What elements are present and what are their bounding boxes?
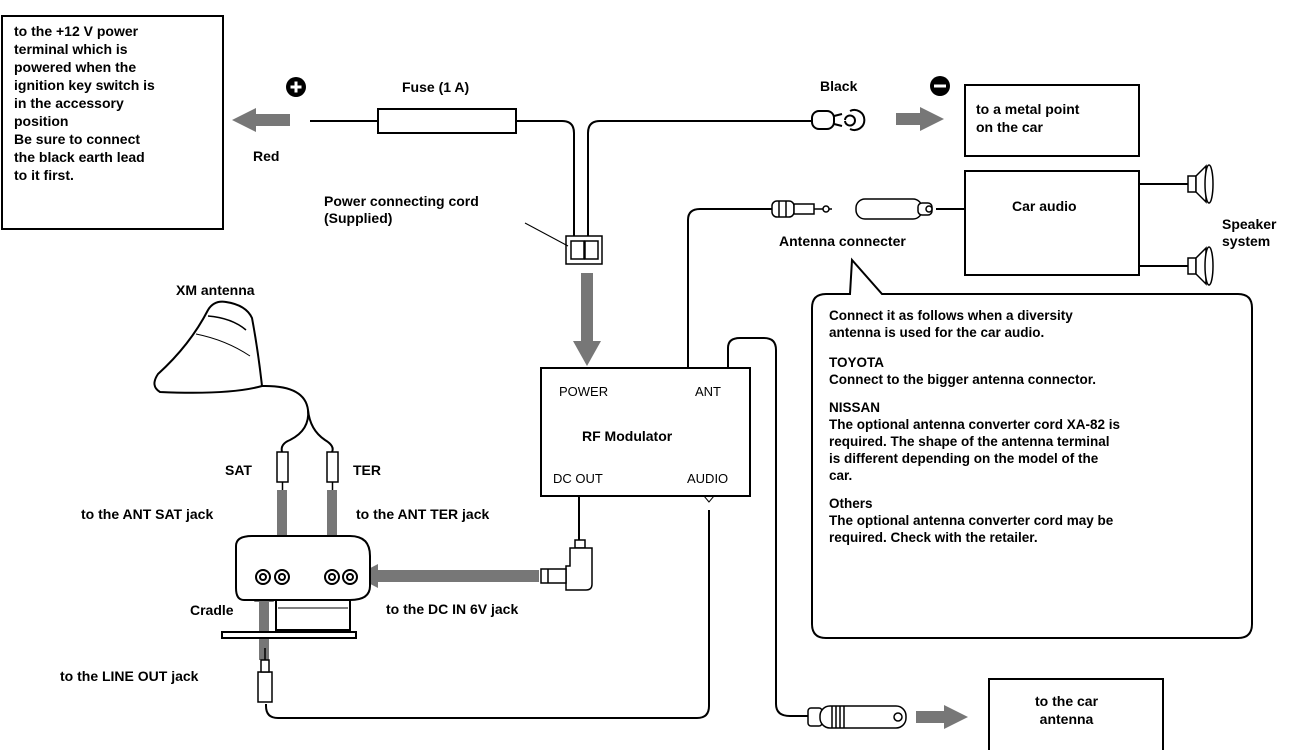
xm-antenna-icon <box>153 300 264 394</box>
ant-ter-jack-label: to the ANT TER jack <box>356 506 490 522</box>
diversity-antenna-note: Connect it as follows when a diversity a… <box>829 307 1120 546</box>
power-cord-leader-line <box>524 222 569 247</box>
ant-sat-jack-label: to the ANT SAT jack <box>81 506 214 522</box>
line-out-jack-label: to the LINE OUT jack <box>60 668 199 684</box>
note-intro-line2: antenna is used for the car audio. <box>829 325 1045 340</box>
speaker-system-label: Speaker system <box>1222 216 1277 249</box>
fuse <box>377 108 517 134</box>
rf-audio-port-label: AUDIO <box>687 471 729 486</box>
antenna-plug-icon <box>771 200 832 218</box>
car-audio-label: Car audio <box>1012 198 1077 214</box>
line-out-plug-icon <box>257 648 273 703</box>
cradle-icon <box>221 535 371 639</box>
note-callout-box <box>811 257 1253 639</box>
dc-plug-icon <box>540 539 593 591</box>
xm-antenna-label: XM antenna <box>176 282 255 298</box>
note-others-line1: The optional antenna converter cord may … <box>829 513 1114 528</box>
ring-terminal-icon <box>811 109 866 131</box>
car-antenna-plug-icon <box>807 705 907 729</box>
rf-modulator-title: RF Modulator <box>582 428 673 444</box>
ter-plug-icon <box>326 451 339 490</box>
car-audio-box <box>964 170 1140 276</box>
sat-plug-icon <box>276 451 289 490</box>
rf-ant-port-label: ANT <box>695 384 721 399</box>
antenna-socket-icon <box>855 198 933 220</box>
arrow-to-rf-modulator <box>573 273 601 366</box>
speaker-icon-lower <box>1187 246 1214 286</box>
note-nissan-line2: required. The shape of the antenna termi… <box>829 434 1110 449</box>
rf-power-port-label: POWER <box>559 384 609 399</box>
power-terminal-text: to the +12 V power terminal which is pow… <box>14 23 155 183</box>
metal-point-text: to a metal point on the car <box>976 101 1080 135</box>
fuse-label: Fuse (1 A) <box>402 79 470 95</box>
rf-cables <box>261 183 1188 719</box>
sat-label: SAT <box>225 462 252 478</box>
power-cord-label: Power connecting cord (Supplied) <box>324 193 479 226</box>
arrow-dc-to-cradle <box>355 564 539 588</box>
note-nissan-line4: car. <box>829 468 853 483</box>
note-others-line2: required. Check with the retailer. <box>829 530 1038 545</box>
arrow-to-power-terminal <box>232 108 290 132</box>
note-others-heading: Others <box>829 496 873 511</box>
arrow-to-car-antenna <box>916 705 968 729</box>
red-lead-label: Red <box>253 148 280 164</box>
dc-in-jack-label: to the DC IN 6V jack <box>386 601 519 617</box>
speaker-icon-upper <box>1187 164 1214 204</box>
power-cord-wires <box>310 120 812 237</box>
rf-modulator-box <box>540 367 751 497</box>
arrow-to-metal-point <box>896 107 944 131</box>
note-toyota-heading: TOYOTA <box>829 355 885 370</box>
power-cord-connector-icon <box>565 235 603 265</box>
cradle-label: Cradle <box>190 602 234 618</box>
ter-label: TER <box>353 462 381 478</box>
black-lead-label: Black <box>820 78 858 94</box>
minus-terminal-icon <box>930 76 950 96</box>
car-antenna-box <box>988 678 1164 750</box>
note-nissan-heading: NISSAN <box>829 400 881 415</box>
note-nissan-line1: The optional antenna converter cord XA-8… <box>829 417 1121 432</box>
car-antenna-text: to the car antenna <box>1035 693 1099 727</box>
antenna-connecter-label: Antenna connecter <box>779 233 906 249</box>
plus-terminal-icon <box>286 77 306 97</box>
metal-point-box <box>964 84 1140 157</box>
rf-dc-out-port-label: DC OUT <box>553 471 603 486</box>
note-intro-line1: Connect it as follows when a diversity <box>829 308 1073 323</box>
power-terminal-box <box>1 15 224 230</box>
note-nissan-line3: is different depending on the model of t… <box>829 451 1099 466</box>
note-toyota-text: Connect to the bigger antenna connector. <box>829 372 1097 387</box>
